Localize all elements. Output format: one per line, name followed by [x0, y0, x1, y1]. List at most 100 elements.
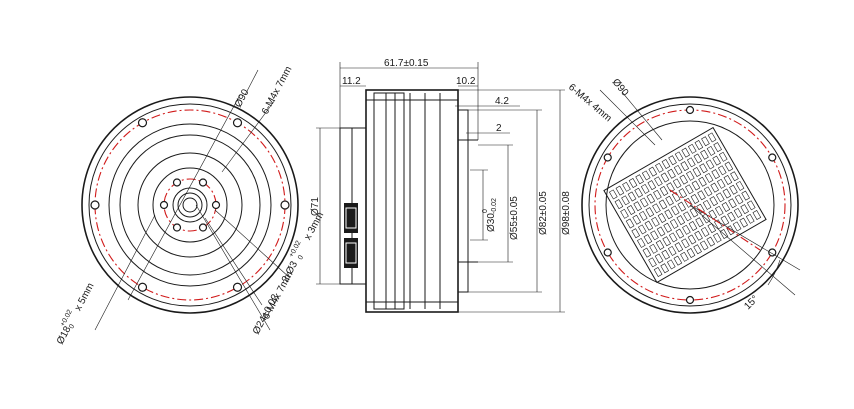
heatsink-fin-cell: [654, 176, 663, 187]
heatsink-fin-cell: [679, 174, 689, 185]
front-inner-leader-c: [195, 204, 271, 331]
heatsink-fin-cell: [682, 224, 691, 235]
heatsink-fin-cell: [675, 228, 685, 239]
heatsink-fin-cell: [639, 197, 649, 208]
heatsink-fin-cell: [726, 225, 735, 236]
heatsink-fin-cell: [660, 263, 670, 274]
dim-total-label: 61.7±0.15: [384, 58, 429, 69]
heatsink-fin-cell: [702, 199, 712, 210]
heatsink-fin-cell: [713, 232, 722, 243]
front-inner-hole: [172, 223, 182, 232]
heatsink-fin-cell: [673, 255, 683, 266]
heatsink-fin-cell: [705, 159, 715, 170]
heatsink-fin-cell: [625, 218, 635, 229]
front-bore-depth: x 5mm: [73, 281, 97, 313]
front-bore-core: [182, 197, 198, 213]
rear-tapped-hole: [685, 295, 695, 305]
heatsink-fin-cell: [656, 226, 666, 237]
dim-30-tol-lower: -0.02: [491, 198, 498, 214]
rear-tapped-hole: [603, 153, 612, 162]
heatsink-fin-cell: [655, 240, 665, 250]
heatsink-fin-cell: [633, 201, 642, 212]
front-tapped-hole: [137, 118, 148, 128]
front-bore-dim-leader: [94, 214, 156, 331]
rear-tapped-hole: [768, 248, 777, 257]
heatsink-fin-cell: [695, 217, 704, 228]
heatsink-fin-cell: [703, 186, 713, 197]
heatsink-fin-cell: [684, 197, 693, 208]
heatsink-fin-cell: [681, 238, 690, 249]
rear-heatsink-grid: [608, 132, 762, 277]
rear-pcd-label: Ø90: [610, 77, 631, 99]
front-inner-holes: [159, 178, 221, 232]
heatsink-fin-cell: [716, 178, 726, 189]
dim-55-label: Ø55±0.05: [509, 196, 520, 240]
heatsink-fin-cell: [608, 189, 618, 200]
heatsink-fin-cell: [676, 215, 686, 226]
dim-30-tol-upper: 0: [482, 209, 489, 213]
heatsink-fin-cell: [671, 191, 681, 202]
heatsink-fin-cell: [653, 189, 662, 200]
heatsink-fin-cell: [709, 196, 719, 207]
heatsink-fin-cell: [654, 253, 664, 264]
heatsink-fin-cell: [728, 198, 737, 209]
heatsink-fin-cell: [659, 186, 669, 197]
heatsink-fin-cell: [692, 167, 702, 178]
heatsink-fin-cell: [648, 166, 658, 177]
dim-30-callout: Ø30 0 -0.02: [482, 198, 498, 232]
heatsink-fin-cell: [649, 243, 658, 254]
rear-plate: [605, 120, 775, 290]
front-pcd-label: Ø90: [233, 87, 252, 109]
heatsink-fin-cell: [651, 216, 660, 227]
heatsink-fin-cell: [719, 229, 729, 239]
heatsink-fin-cell: [718, 151, 728, 162]
heatsink-fin-cell: [720, 215, 730, 226]
front-pcd-leader: [244, 69, 259, 96]
heatsink-fin-cell: [644, 220, 654, 231]
heatsink-fin-cell: [640, 183, 650, 194]
dim-step2-label: 2: [496, 123, 502, 134]
heatsink-fin-cell: [699, 163, 708, 174]
rear-angle-line-2: [689, 204, 796, 296]
rear-outer-rim: [581, 96, 799, 314]
heatsink-fin-cell: [661, 159, 671, 170]
heatsink-fin-cell: [706, 236, 716, 247]
heatsink-fin-cell: [660, 172, 670, 183]
rear-tapped-hole: [685, 105, 695, 115]
front-pilot-label: 2-Ø3: [280, 259, 300, 284]
heatsink-fin-cell: [732, 221, 742, 232]
heatsink-fin-cell: [668, 155, 677, 166]
rear-tapped-holes: [603, 105, 777, 305]
heatsink-fin-cell: [714, 219, 723, 230]
heatsink-fin-cell: [741, 190, 750, 201]
heatsink-fin-cell: [634, 187, 643, 198]
rear-tap-label: 6-M4x 4mm: [566, 82, 614, 124]
heatsink-fin-cell: [714, 205, 724, 216]
heatsink-fin-cell: [734, 194, 744, 205]
heatsink-fin-cell: [627, 191, 637, 202]
front-hub-inner: [152, 167, 228, 243]
heatsink-fin-cell: [667, 168, 676, 179]
rear-rim-inner: [588, 103, 792, 307]
side-connector-2-gap: [345, 242, 357, 264]
heatsink-fin-cell: [697, 190, 706, 201]
rear-heatsink-frame: [603, 126, 767, 284]
front-inner-hole: [211, 200, 221, 210]
front-bore: [177, 192, 203, 218]
heatsink-fin-cell: [698, 176, 707, 187]
side-connector-1-gap: [345, 207, 357, 229]
rear-pcd-leader: [621, 91, 663, 141]
front-tap-leader: [221, 99, 276, 173]
heatsink-fin-cell: [662, 236, 671, 247]
heatsink-fin-cell: [655, 162, 664, 173]
front-inner-hole: [159, 200, 169, 210]
heatsink-fin-cell: [715, 192, 725, 203]
front-pilot-callout: 2-Ø3 +0.02 0 x 3mm: [280, 210, 326, 284]
heatsink-fin-cell: [680, 161, 690, 172]
rear-tap-leader: [599, 89, 656, 146]
heatsink-fin-cell: [672, 178, 682, 189]
front-bore-tol-lower: 0: [68, 323, 76, 330]
heatsink-fin-cell: [717, 165, 727, 176]
front-inner-hole: [172, 178, 182, 187]
